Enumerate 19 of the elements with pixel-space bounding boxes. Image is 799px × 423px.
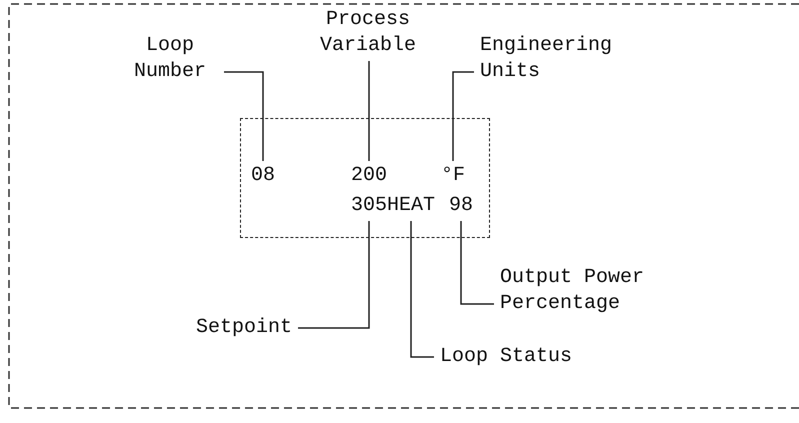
- callout-label: Process Variable: [316, 7, 420, 59]
- display-readout: HEAT: [387, 193, 436, 219]
- display-readout: 200: [351, 163, 388, 189]
- display-readout: 98: [449, 193, 474, 219]
- leader-line: [298, 221, 370, 329]
- leader-line: [460, 221, 494, 305]
- leader-line: [368, 61, 370, 161]
- display-readout: 08: [251, 163, 276, 189]
- leader-line: [224, 71, 264, 161]
- callout-label: Setpoint: [196, 315, 292, 341]
- leader-line: [410, 221, 434, 358]
- callout-label: Loop Number: [122, 33, 218, 85]
- callout-label: Output Power Percentage: [500, 265, 660, 317]
- display-panel: [240, 118, 490, 238]
- callout-label: Engineering Units: [480, 33, 630, 85]
- callout-label: Loop Status: [440, 344, 572, 370]
- display-readout: °F: [441, 163, 466, 189]
- leader-line: [452, 71, 474, 161]
- display-readout: 305: [351, 193, 388, 219]
